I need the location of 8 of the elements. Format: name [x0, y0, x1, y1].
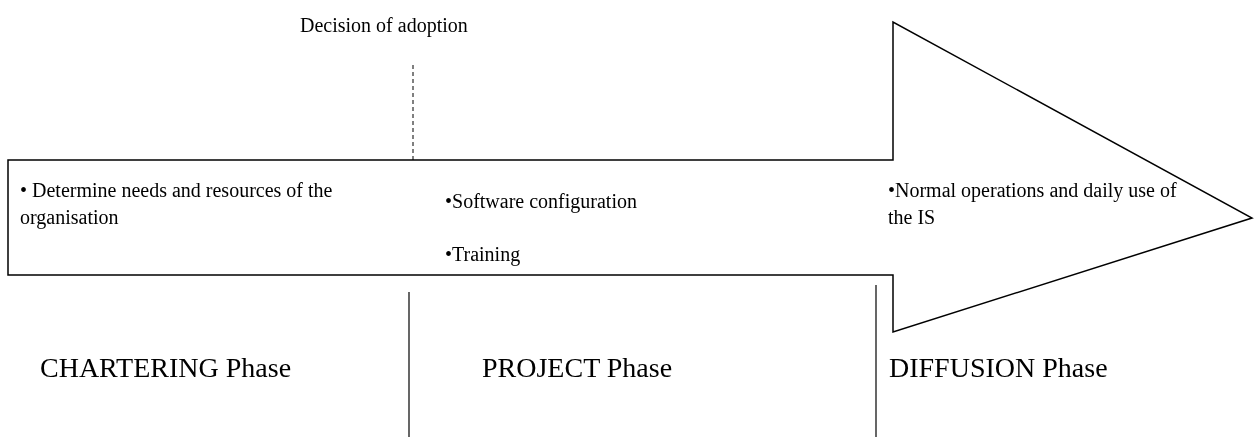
phase-label: DIFFUSION Phase [889, 352, 1108, 384]
bullet-text: • Determine needs and resources of the organisation [20, 178, 334, 231]
bullet-text: •Normal operations and daily use of the IS [888, 178, 1178, 230]
bullet-text: •Training [445, 242, 522, 268]
bullet-text: •Software configuration [445, 189, 638, 215]
decision-label: Decision of adoption [300, 13, 468, 39]
phase-label: PROJECT Phase [482, 352, 673, 384]
phase-label: CHARTERING Phase [40, 352, 292, 384]
